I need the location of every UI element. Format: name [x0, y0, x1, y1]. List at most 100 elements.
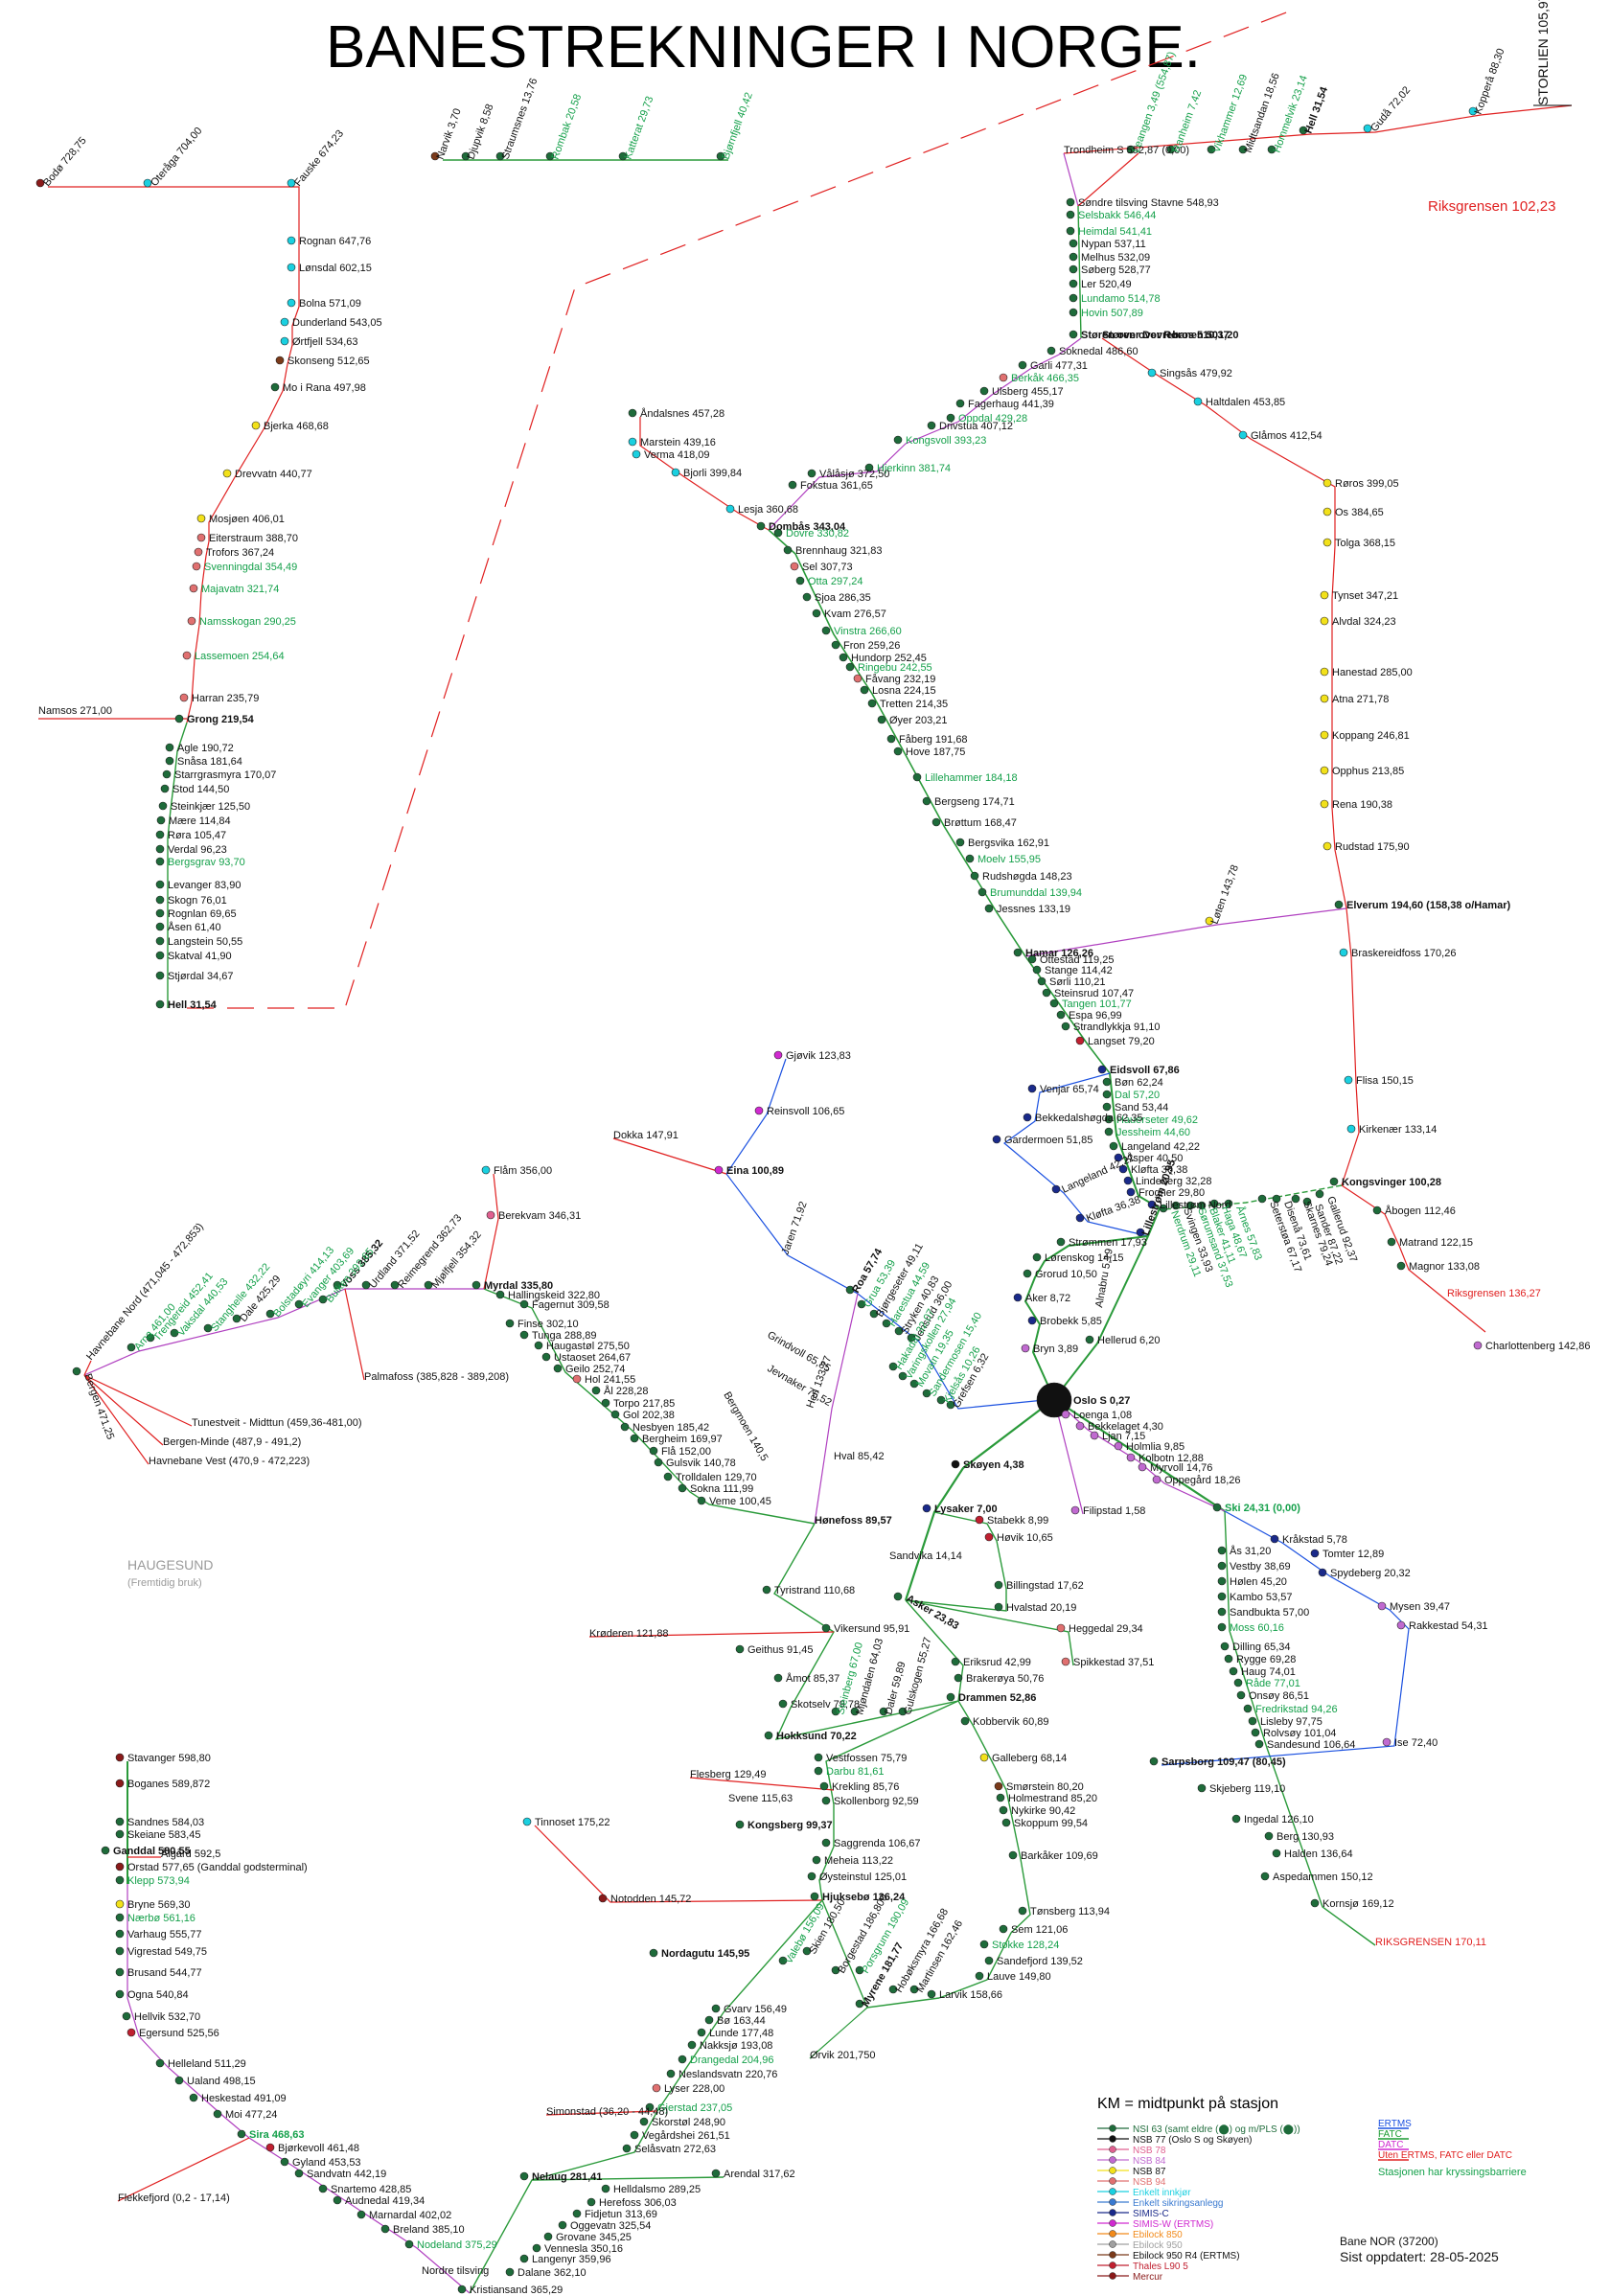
station-marker-rudstad: [1322, 841, 1332, 851]
station-marker-steinsrud: [1042, 988, 1051, 998]
station-label-lundamo: Lundamo 514,78: [1081, 293, 1161, 305]
updated-label: Sist oppdatert: 28-05-2025: [1340, 2249, 1499, 2264]
station-marker-oggevatn: [558, 2220, 567, 2230]
station-marker-hokksund: [764, 1731, 773, 1740]
station-marker-ganddal: [101, 1846, 110, 1855]
station-marker-tyristrand: [762, 1585, 771, 1595]
legend-swatch-dot: [1109, 2146, 1116, 2153]
track-dashed-connection: [187, 9, 1295, 1009]
station-label-lauve: Lauve 149,80: [987, 1971, 1051, 1983]
track-kroderen: [588, 1631, 835, 1638]
station-marker-bekkelaget: [1075, 1421, 1085, 1431]
station-label-sondretils: Søndre tilsving Stavne 548,93: [1078, 197, 1219, 209]
station-marker-klofta_w: [1075, 1213, 1085, 1223]
station-label-ganddal: Ganddal 580,55: [113, 1846, 191, 1857]
station-label-mosjoen: Mosjøen 406,01: [209, 514, 285, 525]
station-marker-mjolfjell: [424, 1280, 433, 1290]
station-label-letten: Løten 143,78: [1209, 863, 1241, 926]
station-label-meheia: Meheia 113,22: [824, 1855, 893, 1867]
station-marker-bo: [704, 2015, 714, 2025]
station-label-svene: Svene 115,63: [728, 1793, 793, 1804]
station-marker-soknedal: [1046, 346, 1056, 356]
station-label-algard: Ålgård 592,5: [161, 1848, 220, 1860]
station-label-fagerhaug: Fagerhaug 441,39: [968, 399, 1054, 410]
station-label-bryn: Bryn 3,89: [1033, 1343, 1078, 1355]
track-nordlandsbanen-south: [167, 722, 188, 1008]
station-marker-mjondalen: [850, 1707, 860, 1716]
station-marker-hoboksmyra: [888, 1985, 898, 1994]
station-marker-kristiansand: [457, 2285, 467, 2294]
track-kongsvinger-grense: [1341, 1184, 1486, 1333]
station-marker-leangen: [1126, 145, 1136, 154]
station-label-heggedal: Heggedal 29,34: [1069, 1623, 1143, 1635]
station-label-skorstol: Skorstøl 248,90: [652, 2117, 725, 2128]
station-label-lillestrom_n: Lillestrøm Nord: [1160, 1200, 1231, 1211]
station-label-oppdal: Oppdal 429,28: [958, 413, 1027, 425]
station-marker-sandefjord: [984, 1956, 994, 1965]
station-label-hol: Hol 241,55: [585, 1374, 635, 1386]
station-label-barkaker: Barkåker 109,69: [1021, 1850, 1098, 1862]
station-marker-kongsvinger: [1329, 1177, 1339, 1186]
station-label-torpo: Torpo 217,85: [613, 1398, 675, 1410]
station-label-moi: Moi 477,24: [225, 2109, 277, 2121]
station-marker-melhus: [1069, 252, 1078, 262]
station-marker-myrvoll: [1138, 1462, 1147, 1472]
station-label-nypan: Nypan 537,11: [1081, 239, 1146, 250]
station-label-opphus: Opphus 213,85: [1332, 766, 1404, 777]
station-marker-rygge: [1224, 1654, 1233, 1664]
station-label-berkak: Berkåk 466,35: [1011, 373, 1079, 384]
station-marker-asker: [893, 1592, 903, 1601]
track-bergensbanen-east: [483, 1288, 816, 1525]
station-marker-ski: [1212, 1503, 1222, 1512]
station-marker-haga: [1209, 1199, 1219, 1208]
station-label-dokka: Dokka 147,91: [613, 1130, 678, 1141]
station-marker-bjorli: [671, 468, 680, 477]
station-marker-urdland: [361, 1280, 371, 1290]
station-label-gulskogen: Gulskogen 55,27: [902, 1636, 933, 1715]
track-ostfoldbanen-old: [1053, 1398, 1226, 1512]
station-label-brobekk: Brobekk 5,85: [1040, 1316, 1102, 1327]
station-marker-nerdrum: [1159, 1204, 1168, 1213]
station-label-skjeberg: Skjeberg 119,10: [1209, 1783, 1285, 1795]
map-title: BANESTREKNINGER I NORGE.: [326, 14, 1201, 80]
station-marker-martinsen: [909, 1985, 919, 1994]
station-marker-holmlia: [1114, 1441, 1123, 1451]
station-marker-dalane: [505, 2267, 515, 2277]
station-label-larvik: Larvik 158,66: [939, 1989, 1002, 2001]
station-label-flam: Flåm 356,00: [494, 1165, 552, 1177]
station-marker-klepp: [115, 1875, 125, 1885]
station-label-rognlan: Rognlan 69,65: [168, 908, 237, 920]
station-marker-stod: [160, 784, 170, 793]
station-marker-opphus: [1320, 766, 1329, 775]
station-marker-rena: [1320, 799, 1329, 809]
station-marker-harestua: [882, 1319, 891, 1328]
station-label-rakkestad: Rakkestad 54,31: [1409, 1620, 1488, 1632]
station-marker-galleberg: [979, 1753, 989, 1762]
station-marker-dale: [232, 1314, 242, 1323]
station-marker-steinkjer: [158, 801, 168, 811]
station-marker-bon: [1102, 1077, 1112, 1087]
station-marker-rognan: [287, 236, 296, 245]
legend-item-label: Ebilock 850: [1133, 2230, 1183, 2240]
station-marker-alvdal: [1320, 616, 1329, 626]
legend-item-label: Mercur: [1133, 2272, 1163, 2283]
station-label-sorli: Sørli 110,21: [1049, 976, 1106, 988]
station-label-bergheim: Bergheim 169,97: [642, 1434, 723, 1445]
station-label-nodeland: Nodeland 375,29: [417, 2239, 497, 2251]
station-label-rudshogda: Rudshøgda 148,23: [982, 871, 1072, 883]
station-label-bon: Bøn 62,24: [1115, 1077, 1163, 1089]
track-rorosbanen: [1101, 337, 1347, 909]
track-hovedbanen-oslo: [1024, 1235, 1149, 1400]
track-solorbanen: [1341, 907, 1360, 1186]
station-label-sandnes: Sandnes 584,03: [127, 1817, 204, 1828]
station-label-arendal: Arendal 317,62: [724, 2169, 795, 2180]
station-label-harran: Harran 235,79: [192, 693, 259, 704]
station-label-venjar: Venjar 65,74: [1040, 1084, 1099, 1095]
station-marker-varhaug: [115, 1929, 125, 1939]
station-label-fauske: Fauske 674,23: [292, 127, 346, 188]
station-label-lillehammer: Lillehammer 184,18: [925, 772, 1018, 784]
station-marker-svenningdal: [192, 562, 201, 571]
station-marker-sorli: [1037, 976, 1046, 986]
station-marker-myrene: [855, 1999, 864, 2009]
track-orvik: [809, 2007, 868, 2059]
